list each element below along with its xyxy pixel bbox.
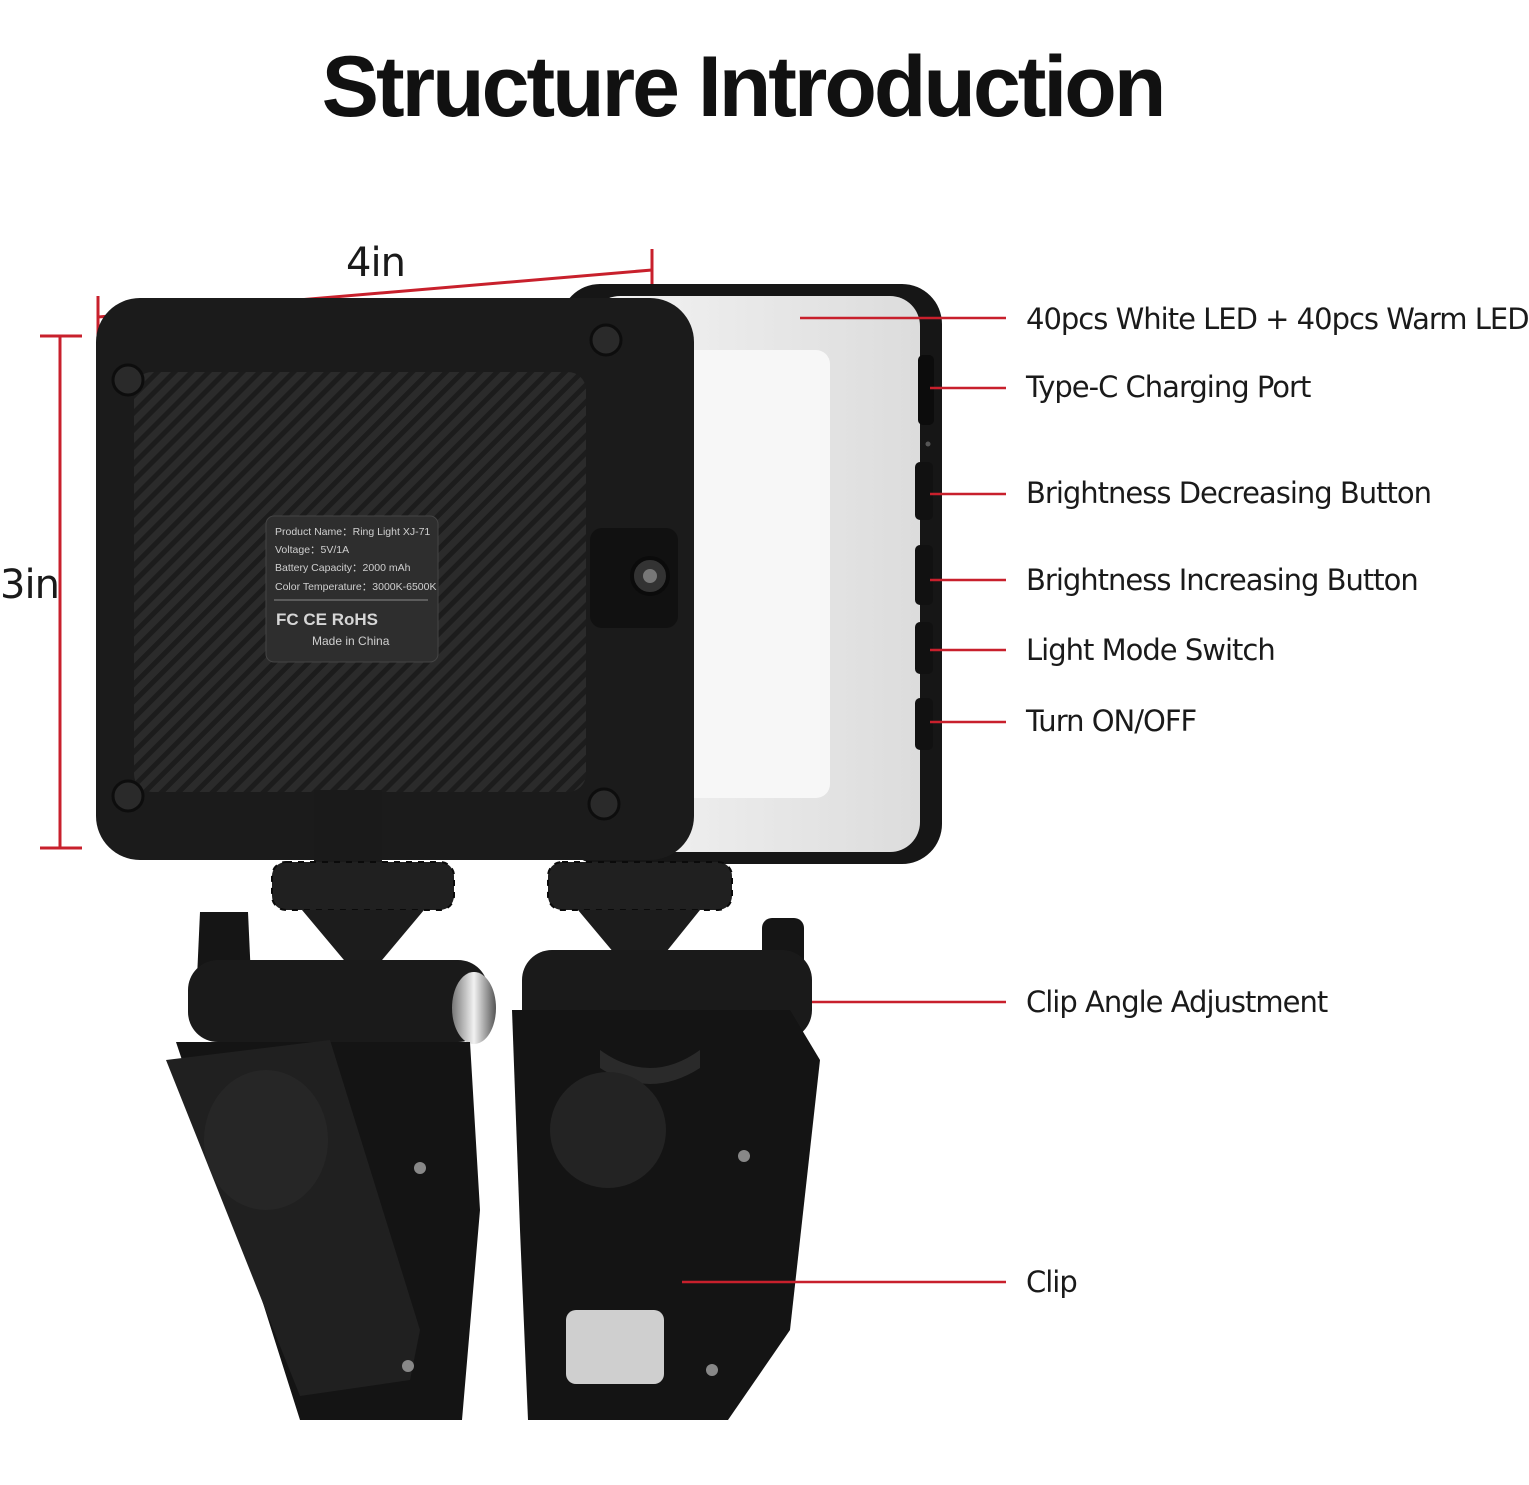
spec-label-plate: Product Name：Ring Light XJ-71 Voltage：5V…: [265, 515, 439, 663]
spec-row-0: Product Name：Ring Light XJ-71: [275, 526, 430, 538]
spec-row-3: Color Temperature：3000K-6500K: [275, 581, 437, 593]
callout-brightness-down: Brightness Decreasing Button: [1026, 476, 1432, 510]
callout-type-c-port: Type-C Charging Port: [1026, 370, 1311, 404]
page-title: Structure Introduction: [321, 39, 1167, 135]
callout-leader-lines: [682, 316, 1006, 1284]
mode-switch-button: [915, 622, 933, 674]
spec-row-2: Battery Capacity：2000 mAh: [275, 562, 411, 574]
product-illustration: Product Name：Ring Light XJ-71 Voltage：5V…: [40, 249, 1006, 1420]
made-in-label: Made in China: [312, 634, 390, 648]
brightness-up-button: [915, 545, 933, 605]
side-controls: [915, 355, 934, 750]
callout-clip: Clip: [1026, 1265, 1078, 1299]
certification-marks: FC CE RoHS: [276, 610, 378, 629]
type-c-port: [918, 355, 934, 425]
spec-row-1: Voltage：5V/1A: [275, 544, 349, 556]
width-dimension-label: 4in: [346, 240, 406, 286]
left-clip: [166, 912, 496, 1420]
callout-light-mode-switch: Light Mode Switch: [1026, 633, 1276, 667]
left-mount-knob: [271, 790, 455, 972]
brightness-down-button: [915, 462, 933, 520]
callout-brightness-up: Brightness Increasing Button: [1026, 563, 1419, 597]
right-clip: [512, 918, 820, 1420]
callout-clip-angle: Clip Angle Adjustment: [1026, 985, 1328, 1019]
callout-power: Turn ON/OFF: [1026, 704, 1197, 738]
right-mount-knob: [547, 861, 733, 972]
power-button: [915, 698, 933, 750]
height-dimension-label: 3in: [0, 562, 60, 608]
height-dimension-line: [40, 334, 82, 850]
callout-led: 40pcs White LED + 40pcs Warm LED: [1026, 302, 1529, 336]
